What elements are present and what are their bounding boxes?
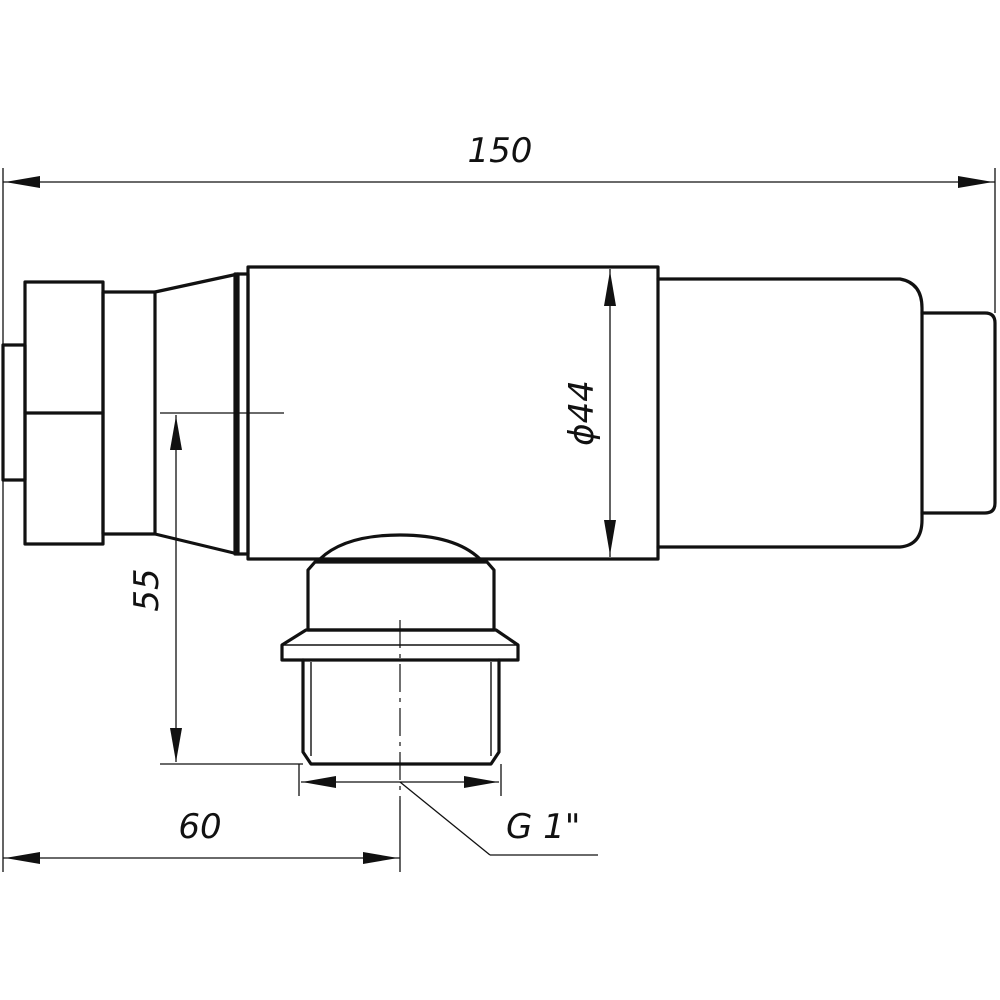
label-thread: G 1" — [506, 807, 580, 847]
right-cap — [920, 311, 997, 515]
label-height: 55 — [127, 568, 167, 611]
dimension-diameter: ϕ44 — [562, 269, 616, 557]
arrow-down — [170, 728, 182, 762]
dimension-overall-length: 150 — [2, 131, 996, 345]
label-overall-length: 150 — [468, 131, 533, 171]
label-offset: 60 — [178, 807, 221, 847]
outlet-fitting — [280, 533, 520, 800]
arrow-offset-right — [363, 852, 398, 864]
neck — [101, 290, 157, 536]
arrow-thread-right — [464, 776, 498, 788]
left-pin — [1, 343, 27, 482]
outlet-block — [306, 560, 496, 632]
arrow-bottom — [604, 520, 616, 555]
threaded-spigot — [301, 658, 501, 766]
dimension-height: 55 — [127, 412, 303, 765]
arrow-thread-left — [302, 776, 336, 788]
leader-thread-label: G 1" — [399, 781, 598, 856]
cone — [153, 272, 240, 556]
arrow-up — [170, 416, 182, 450]
dimension-offset: 60 — [2, 480, 401, 872]
right-housing — [656, 277, 924, 549]
outlet-dome — [318, 533, 482, 561]
arrow-top — [604, 271, 616, 306]
label-diameter: ϕ44 — [562, 380, 602, 446]
arrow-right — [958, 176, 993, 188]
leader-line — [399, 781, 491, 856]
arrow-offset-left — [5, 852, 40, 864]
valve-body — [1, 265, 997, 561]
arrow-left — [5, 176, 40, 188]
